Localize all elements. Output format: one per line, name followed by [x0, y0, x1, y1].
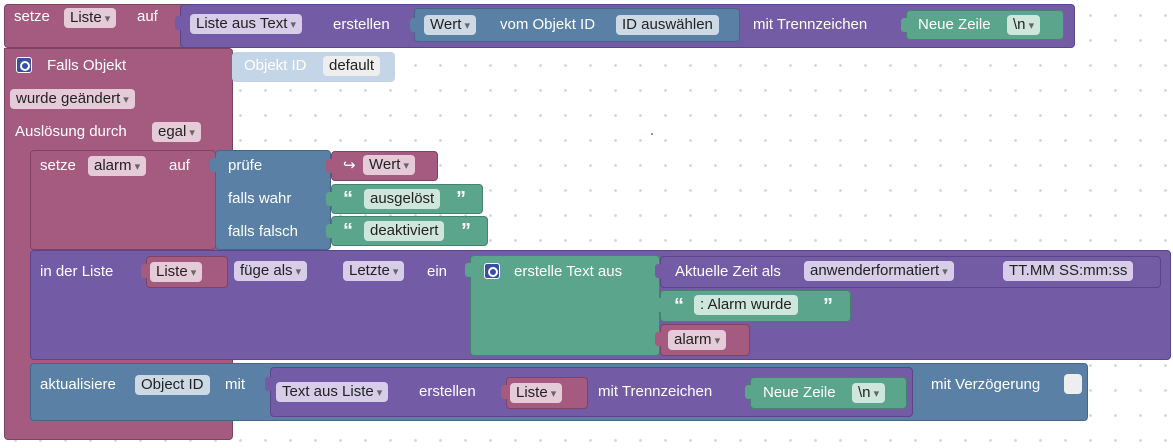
attr-dropdown[interactable]: Wert: [424, 15, 476, 35]
close-quote-icon: ”: [461, 220, 471, 242]
insert-mode-dropdown[interactable]: füge als: [234, 261, 308, 281]
alarm-variable-dropdown[interactable]: alarm: [88, 156, 147, 176]
input-connector: [655, 298, 661, 312]
close-quote-icon: ”: [456, 188, 466, 210]
text-deaktiviert-field[interactable]: deaktiviert: [364, 221, 445, 241]
input-connector: [141, 264, 147, 278]
text-join-block[interactable]: [470, 255, 660, 356]
erstellen-label: erstellen: [333, 16, 390, 33]
erstellen-label-2: erstellen: [419, 383, 476, 400]
input-connector: [745, 385, 751, 399]
vom-objekt-label: vom Objekt ID: [500, 16, 596, 33]
aktualisiere-label: aktualisiere: [40, 376, 116, 393]
input-connector: [210, 158, 216, 172]
liste-variable-dropdown[interactable]: Liste: [64, 8, 117, 28]
stray-dot: [651, 133, 653, 135]
set-alarm-block[interactable]: [30, 150, 216, 250]
return-arrow-icon: ↪: [343, 157, 356, 174]
liste-var-dropdown[interactable]: Liste: [150, 262, 203, 282]
delay-checkbox[interactable]: [1064, 374, 1082, 394]
ausloesung-label: Auslösung durch: [15, 123, 127, 140]
falls-falsch-label: falls falsch: [228, 223, 299, 240]
change-type-dropdown[interactable]: wurde geändert: [10, 89, 135, 109]
ein-label: ein: [427, 263, 448, 280]
separator-label-2: mit Trennzeichen: [598, 383, 713, 400]
time-pattern-field[interactable]: TT.MM SS:mm:ss: [1003, 261, 1134, 281]
gear-icon[interactable]: [484, 263, 500, 279]
liste-var-dropdown-2[interactable]: Liste: [510, 383, 563, 403]
open-quote-icon: “: [343, 220, 353, 242]
input-connector: [410, 18, 416, 32]
ack-dropdown[interactable]: egal: [152, 122, 201, 142]
delay-label: mit Verzögerung: [931, 376, 1041, 393]
list-from-text-dropdown[interactable]: Liste aus Text: [190, 14, 303, 34]
input-connector: [326, 159, 332, 173]
setze-label: setze: [14, 8, 50, 25]
newline-dropdown-2[interactable]: \n: [852, 383, 886, 403]
close-quote-icon: ”: [823, 295, 833, 317]
erstelle-text-label: erstelle Text aus: [514, 263, 623, 280]
gear-icon[interactable]: [16, 57, 32, 73]
objekt-id-label: Objekt ID: [244, 57, 307, 74]
input-connector: [501, 385, 507, 399]
open-quote-icon: “: [674, 295, 684, 317]
newline-dropdown[interactable]: \n: [1007, 15, 1041, 35]
time-format-dropdown[interactable]: anwenderformatiert: [804, 261, 954, 281]
object-id-selector[interactable]: ID auswählen: [616, 15, 719, 35]
separator-label: mit Trennzeichen: [753, 16, 868, 33]
falls-objekt-label: Falls Objekt: [47, 57, 127, 74]
input-connector: [326, 192, 332, 206]
text-from-list-dropdown[interactable]: Text aus Liste: [276, 382, 389, 402]
wert-dropdown[interactable]: Wert: [363, 155, 415, 175]
setze-label-2: setze: [40, 157, 76, 174]
alarm-var-dropdown[interactable]: alarm: [668, 330, 727, 350]
object-id-value[interactable]: default: [323, 56, 381, 76]
mit-label: mit: [225, 376, 245, 393]
aktuelle-zeit-label: Aktuelle Zeit als: [675, 263, 781, 280]
input-connector: [901, 18, 907, 32]
pruefe-label: prüfe: [228, 157, 263, 174]
insert-position-dropdown[interactable]: Letzte: [343, 261, 405, 281]
update-object-id-field[interactable]: Object ID: [135, 375, 210, 395]
text-ausgeloest-field[interactable]: ausgelöst: [364, 189, 441, 209]
falls-wahr-label: falls wahr: [228, 190, 292, 207]
text-alarm-wurde-field[interactable]: : Alarm wurde: [694, 295, 798, 315]
input-connector: [326, 224, 332, 238]
input-connector: [655, 264, 661, 278]
open-quote-icon: “: [343, 188, 353, 210]
input-connector: [175, 16, 181, 30]
auf-label-2: auf: [169, 157, 190, 174]
auf-label: auf: [137, 8, 158, 25]
newline-label-2: Neue Zeile: [763, 384, 836, 401]
input-connector: [655, 332, 661, 346]
input-connector: [465, 263, 471, 277]
in-der-liste-label: in der Liste: [40, 263, 114, 280]
newline-label: Neue Zeile: [918, 16, 991, 33]
input-connector: [265, 377, 271, 391]
